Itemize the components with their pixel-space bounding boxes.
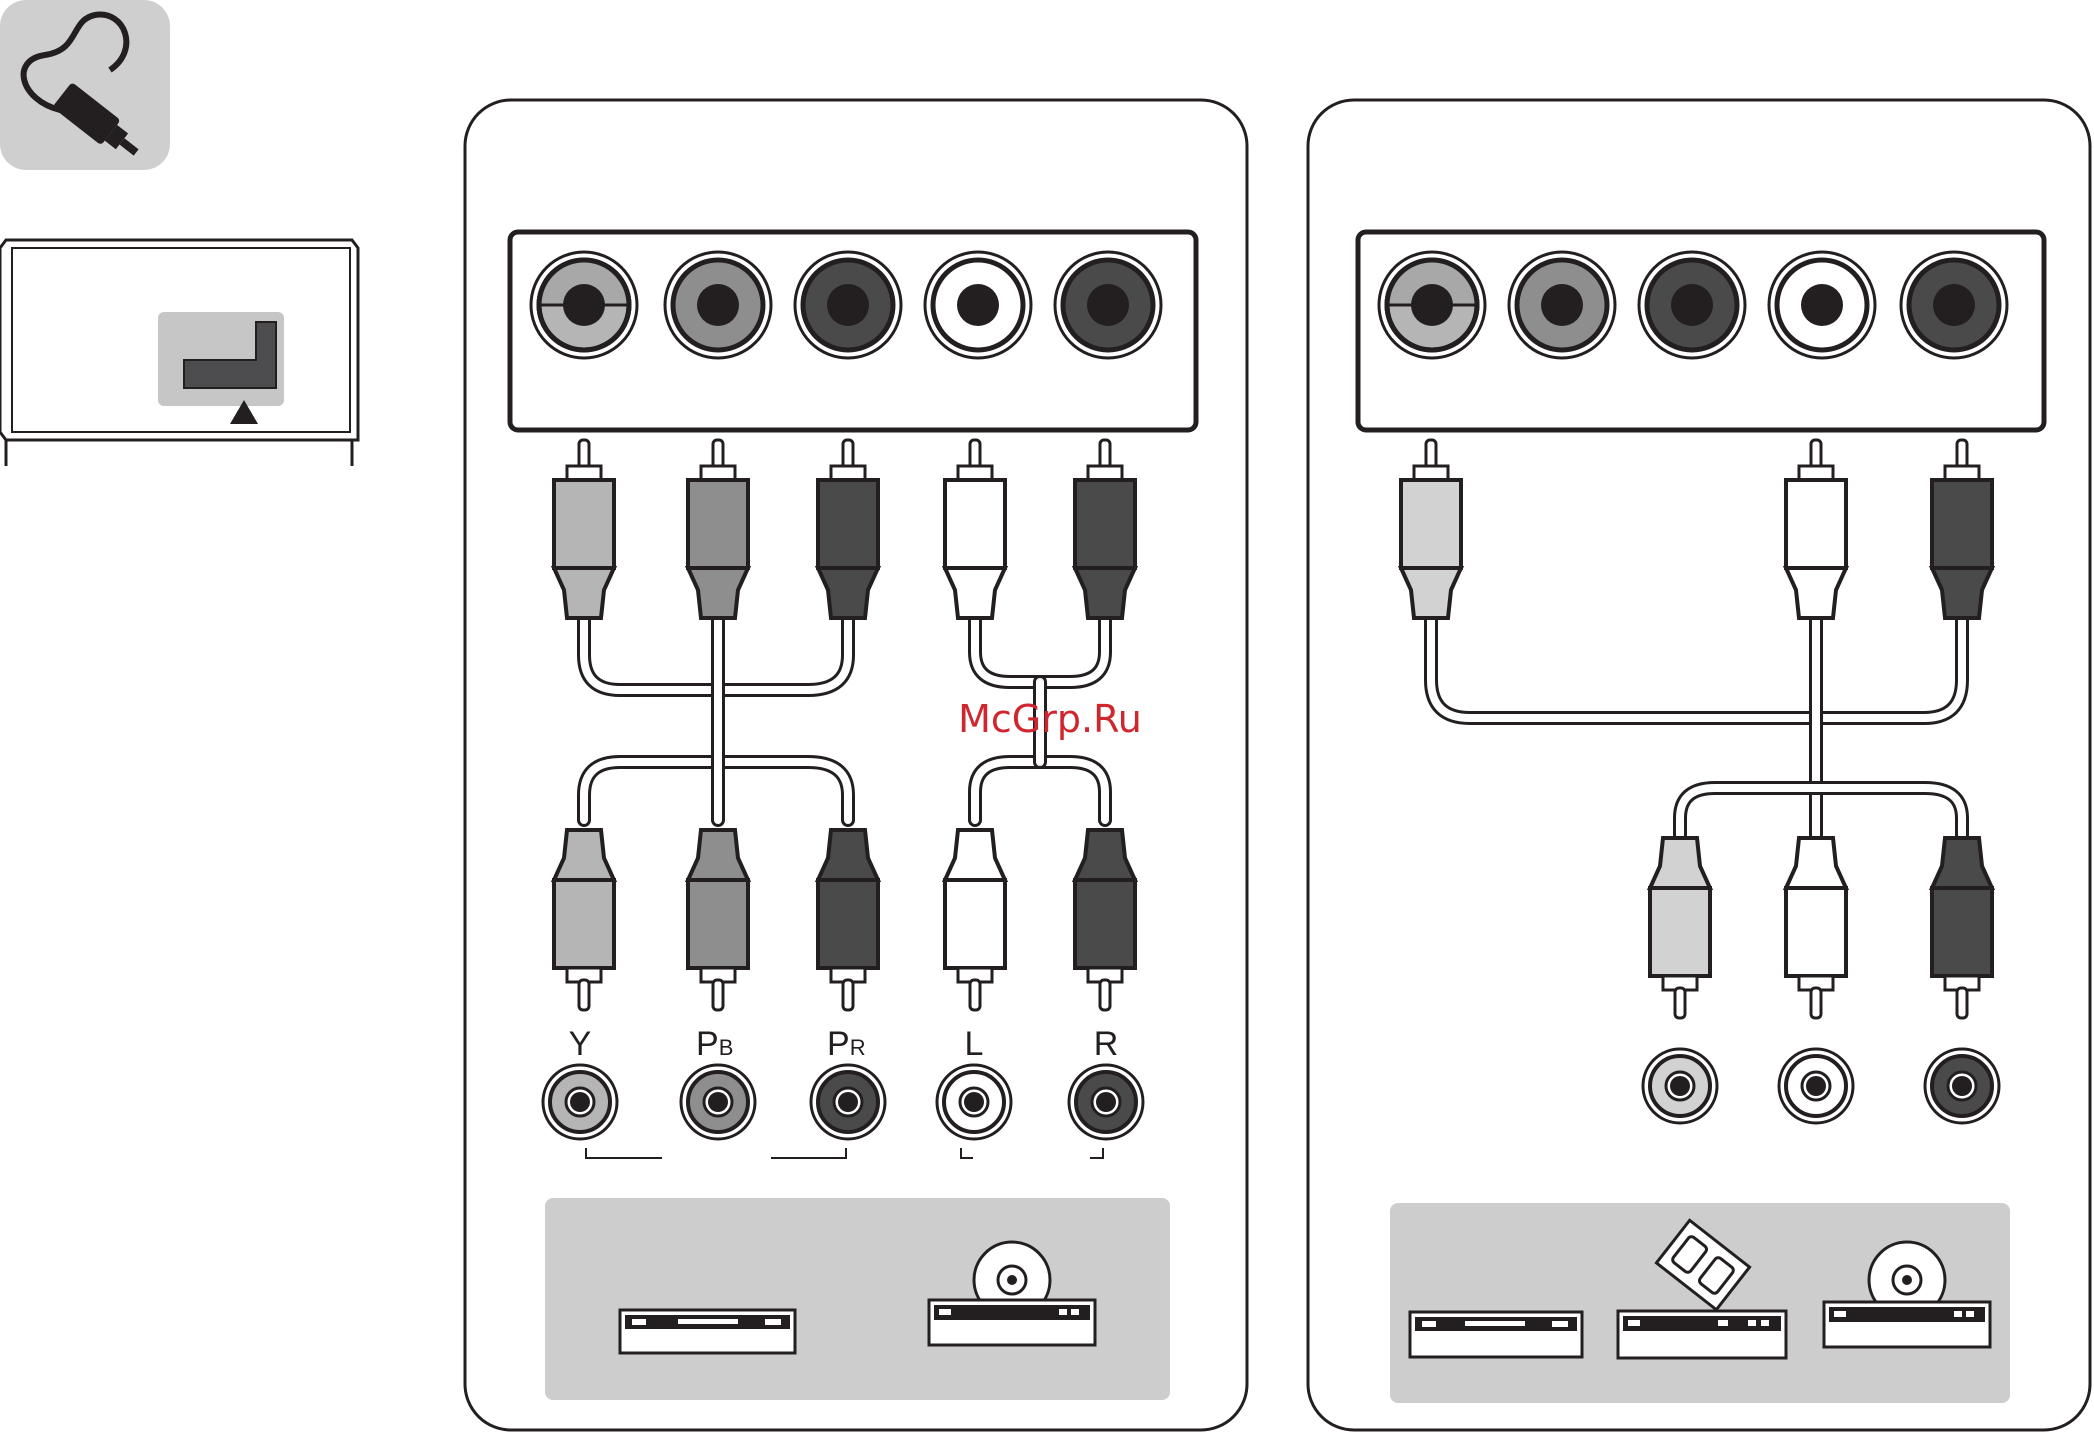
device-jack-2 <box>811 1065 885 1139</box>
jack-audio-l-in-right <box>1769 252 1875 358</box>
jack-audio-l-in <box>925 252 1031 358</box>
jack-audio-r-in-right <box>1901 252 2007 358</box>
label-y: Y <box>569 1025 592 1063</box>
device-jack-4 <box>1069 1065 1143 1139</box>
tv-rear-panel-icon <box>0 240 358 466</box>
label-r: R <box>1094 1025 1119 1063</box>
jack-pr-in-right <box>1639 252 1745 358</box>
device-jack-3 <box>937 1065 1011 1139</box>
label-l: L <box>965 1025 984 1063</box>
dvd-player-icon-right <box>1410 1312 1582 1357</box>
device-jack-1 <box>681 1065 755 1139</box>
jack-pb-in-right <box>1509 252 1615 358</box>
jack-pb-in <box>665 252 771 358</box>
dvd-player-icon <box>620 1310 795 1353</box>
jack-pr-in <box>795 252 901 358</box>
jack-y-video-in-right <box>1379 252 1485 358</box>
cable-plug-icon <box>0 0 170 170</box>
jack-y-video-in <box>531 252 637 358</box>
device-jack-audio-r-right <box>1925 1049 1999 1123</box>
device-jack-0 <box>543 1065 617 1139</box>
device-jack-audio-l-right <box>1779 1049 1853 1123</box>
watermark-text: McGrp.Ru <box>958 697 1142 741</box>
jack-audio-r-in <box>1055 252 1161 358</box>
device-jack-video-right <box>1643 1049 1717 1123</box>
